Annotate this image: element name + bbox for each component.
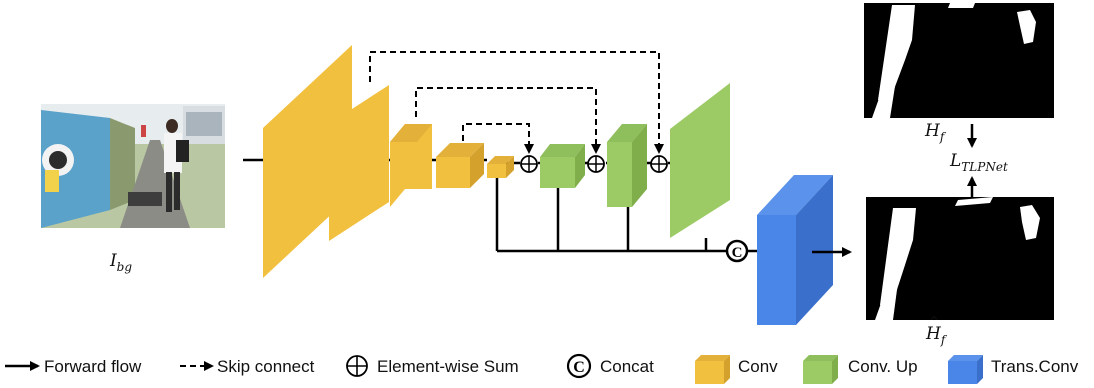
legend-conv-up: Conv. Up [803, 355, 918, 384]
element-wise-sum-node-3 [650, 155, 668, 173]
element-wise-sum-node-2 [587, 155, 605, 173]
input-label: Ibg [109, 251, 132, 274]
loss-label: LTLPNet [949, 151, 1008, 174]
input-image [41, 104, 225, 228]
legend-forward-flow: Forward flow [5, 357, 142, 376]
svg-text:Skip connect: Skip connect [217, 357, 315, 376]
ground-truth-mask [864, 3, 1054, 118]
legend: Forward flow Skip connect Element-wise S… [5, 353, 1079, 384]
svg-text:C: C [573, 359, 585, 376]
conv-block-2 [329, 85, 389, 241]
conv-block-4 [436, 143, 484, 188]
legend-concat: C Concat [566, 353, 654, 379]
predicted-label: Hf [925, 324, 948, 347]
conv-block-5 [487, 156, 514, 178]
conv-block-1 [263, 45, 352, 278]
svg-text:Concat: Concat [600, 357, 654, 376]
legend-skip-connect: Skip connect [180, 357, 315, 376]
skip-connections [369, 51, 664, 154]
svg-text:Element-wise Sum: Element-wise Sum [377, 357, 519, 376]
ground-truth-label: Hf [924, 121, 947, 144]
conv-up-block-3 [670, 83, 730, 238]
conv-block-3 [390, 124, 432, 207]
svg-text:Conv: Conv [738, 357, 778, 376]
svg-text:Conv. Up: Conv. Up [848, 357, 918, 376]
conv-up-block-1 [540, 144, 585, 188]
svg-text:Forward flow: Forward flow [44, 357, 142, 376]
trans-conv-block [757, 175, 833, 325]
svg-text:Trans.Conv: Trans.Conv [991, 357, 1079, 376]
conv-up-block-2 [607, 124, 647, 207]
element-wise-sum-node-1 [520, 155, 538, 173]
legend-trans-conv: Trans.Conv [948, 355, 1079, 384]
legend-element-wise-sum: Element-wise Sum [346, 355, 519, 377]
predicted-label-hat: ^ [929, 314, 939, 328]
svg-text:C: C [732, 245, 743, 261]
legend-conv: Conv [695, 355, 778, 384]
predicted-mask [866, 197, 1054, 320]
concat-bus [495, 178, 727, 253]
concat-node: C [725, 239, 749, 263]
